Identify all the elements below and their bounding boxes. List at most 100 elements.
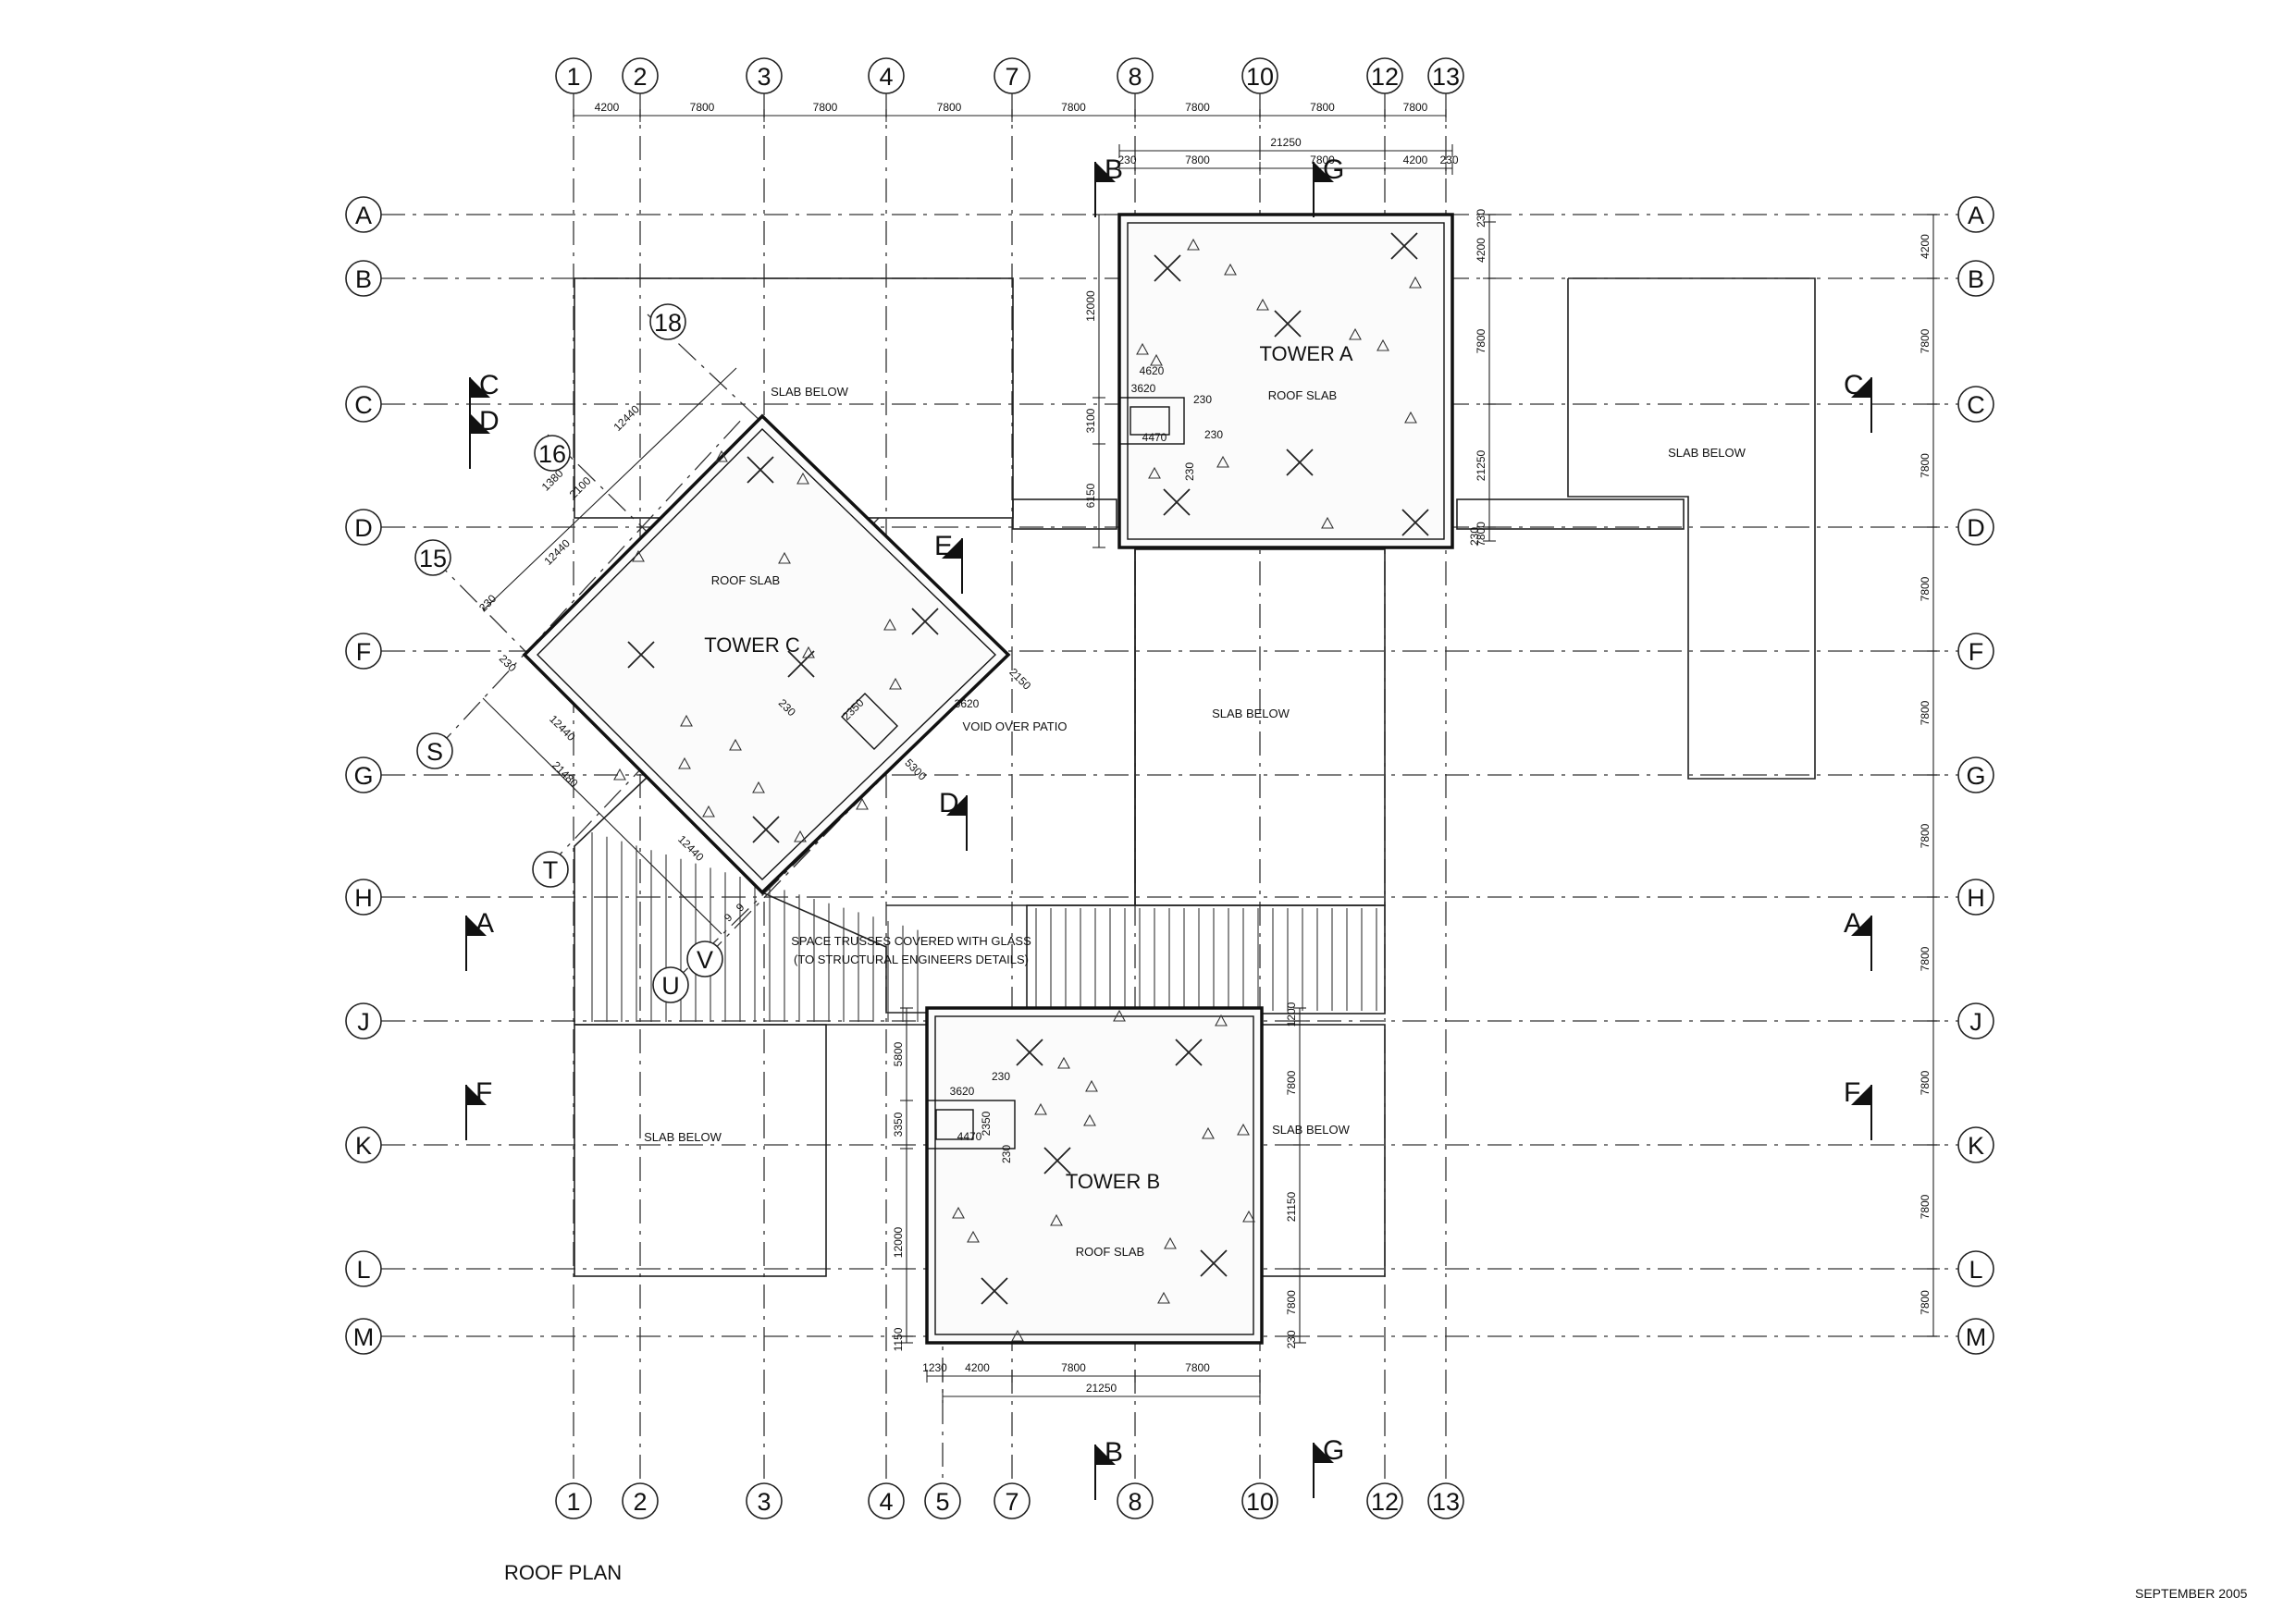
- roof-vent-mark: [678, 756, 691, 769]
- grid-bubble-diag-T-circle: [532, 851, 569, 888]
- grid-bubble-bottom-7-label: 7: [1005, 1488, 1018, 1516]
- roof-drain-mark: [1274, 310, 1302, 338]
- grid-bubble-bottom-13-circle: [1427, 1482, 1464, 1519]
- dim-chain-tower-a-right-value: 4200: [1475, 238, 1487, 263]
- roof-drain-mark: [747, 456, 774, 484]
- dim-chain-top-value: 7800: [1185, 101, 1210, 114]
- section-marker-d-bottom-arrow: [946, 795, 967, 816]
- roof-drain-mark: [1200, 1249, 1228, 1277]
- slab-below-east: [1567, 277, 1816, 780]
- bridge-east: [1456, 498, 1685, 530]
- grid-bubble-diag-V: V: [686, 941, 723, 977]
- grid-bubble-bottom-13: 13: [1427, 1482, 1464, 1519]
- grid-line-diag-V: [704, 711, 944, 960]
- section-marker-c-right-arrow: [1851, 377, 1871, 398]
- dim-tower-b-core-inner: 4470: [957, 1130, 982, 1143]
- grid-bubble-top-1-circle: [555, 57, 592, 94]
- section-marker-g-top-arrow: [1314, 162, 1334, 182]
- grid-bubble-top-7-label: 7: [1005, 63, 1018, 91]
- section-marker-b-top: B: [1094, 154, 1123, 217]
- roof-vent-mark: [889, 677, 902, 690]
- roof-vent-mark: [1011, 1329, 1024, 1342]
- roof-drain-mark: [1390, 232, 1418, 260]
- tower-c-label: TOWER C: [704, 633, 800, 657]
- tower-c-edge-offset-2: [482, 697, 722, 935]
- grid-bubble-left-H-circle: [345, 879, 382, 916]
- grid-bubble-top-1-label: 1: [566, 63, 580, 91]
- dim-chain-tower-b-value: 7800: [1061, 1361, 1086, 1374]
- dim-chain-right-value: 4200: [1919, 234, 1932, 259]
- roof-drain-mark: [1043, 1147, 1071, 1174]
- roof-drain-mark: [1163, 488, 1191, 516]
- dim-tower-c-9: 21480: [549, 758, 581, 790]
- grid-bubble-top-4-circle: [868, 57, 905, 94]
- roof-vent-mark: [1085, 1079, 1098, 1092]
- grid-bubble-diag-S-circle: [416, 732, 453, 769]
- roof-vent-mark: [1376, 338, 1389, 351]
- grid-bubble-bottom-3: 3: [746, 1482, 783, 1519]
- dim-chain-tower-b-right-value: 230: [1285, 1330, 1298, 1348]
- bridge-west: [1012, 498, 1117, 530]
- grid-bubble-diag-15-label: 15: [419, 545, 447, 572]
- tower-c-outline: [522, 413, 1011, 895]
- dim-chain-tower-a-right-value: 7800: [1475, 522, 1487, 547]
- roof-vent-mark: [1057, 1056, 1070, 1069]
- grid-bubble-diag-T-label: T: [543, 856, 559, 884]
- slab-below-southeast: [1259, 1024, 1386, 1277]
- grid-bubble-diag-V-circle: [686, 941, 723, 977]
- dim-chain-top-value: 7800: [1310, 101, 1335, 114]
- grid-bubble-left-L-label: L: [356, 1256, 370, 1284]
- trusses-note-line1: SPACE TRUSSES COVERED WITH GLASS: [791, 934, 1031, 948]
- dim-chain-tower-a-left-value: 6150: [1084, 483, 1097, 508]
- tower-c-parapet: [537, 428, 997, 880]
- dim-tower-a-core-wall-2: 230: [1183, 462, 1196, 481]
- dim-tower-c-13: 5300: [902, 756, 929, 783]
- section-marker-e-arrow: [942, 538, 962, 559]
- grid-bubble-diag-U-circle: [652, 966, 689, 1003]
- grid-bubble-left-K-circle: [345, 1126, 382, 1163]
- dim-chain-tower-b-right-value: 7800: [1285, 1290, 1298, 1315]
- dim-chain-top-value: 7800: [1061, 101, 1086, 114]
- section-marker-b-bottom-letter: B: [1105, 1437, 1123, 1468]
- grid-bubble-left-G-circle: [345, 756, 382, 793]
- grid-bubble-top-13-label: 13: [1432, 63, 1460, 91]
- section-marker-f-right-arrow: [1851, 1085, 1871, 1105]
- grid-bubble-right-J-circle: [1957, 1002, 1994, 1039]
- dim-chain-tower-b-total-value: 21250: [1086, 1382, 1117, 1395]
- grid-bubble-diag-S-label: S: [426, 738, 443, 766]
- grid-bubble-left-D-circle: [345, 509, 382, 546]
- grid-bubble-top-4: 4: [868, 57, 905, 94]
- roof-drain-mark: [752, 816, 780, 843]
- roof-vent-mark: [778, 551, 791, 564]
- roof-vent-mark: [856, 797, 869, 810]
- slab-below-label-northwest: SLAB BELOW: [771, 385, 849, 399]
- grid-bubble-top-8-circle: [1117, 57, 1154, 94]
- dim-tower-a-core-wall-1: 230: [1204, 428, 1223, 441]
- grid-bubble-left-J-label: J: [357, 1008, 370, 1036]
- grid-bubble-bottom-2-circle: [622, 1482, 659, 1519]
- dim-tower-c-0: 12440: [611, 402, 642, 434]
- grid-bubble-right-G: G: [1957, 756, 1994, 793]
- section-marker-a-left-letter: A: [475, 908, 494, 939]
- tower-b-label: TOWER B: [1066, 1170, 1160, 1193]
- roof-vent-mark: [1237, 1123, 1250, 1136]
- roof-vent-mark: [1164, 1236, 1177, 1249]
- dim-chain-top-value: 7800: [813, 101, 838, 114]
- grid-bubble-bottom-3-circle: [746, 1482, 783, 1519]
- roof-vent-mark: [715, 449, 728, 462]
- grid-bubble-right-J: J: [1957, 1002, 1994, 1039]
- drawing-title: ROOF PLAN: [504, 1561, 622, 1584]
- grid-bubble-right-L-circle: [1957, 1250, 1994, 1287]
- roof-vent-mark: [752, 781, 765, 793]
- dim-tower-c-8: 12440: [675, 832, 707, 864]
- grid-bubble-right-H-circle: [1957, 879, 1994, 916]
- tower-b-core-inner: [935, 1109, 974, 1140]
- space-truss-area: [574, 775, 1386, 1026]
- roof-vent-mark: [1409, 276, 1422, 289]
- section-marker-a-left-arrow: [466, 916, 487, 936]
- grid-bubble-right-C: C: [1957, 386, 1994, 423]
- roof-vent-mark: [1404, 411, 1417, 424]
